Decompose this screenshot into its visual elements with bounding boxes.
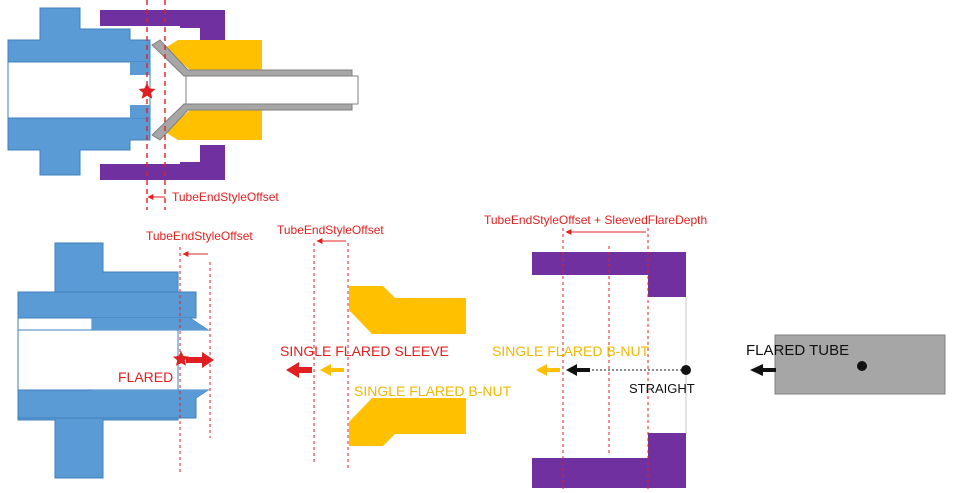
bnut-gold-arrow xyxy=(536,364,560,376)
bnut-caption-title: SINGLE FLARED B-NUT xyxy=(492,343,650,359)
fitting-direction-arrow xyxy=(186,352,214,368)
fitting-cone-top-tip xyxy=(92,318,208,330)
sleeve-offset-label: TubeEndStyleOffset xyxy=(277,223,384,237)
sleeve-caption-title: SINGLE FLARED SLEEVE xyxy=(280,343,449,359)
assembly-sleeve-top xyxy=(165,40,262,70)
assembly-tube-top-wall xyxy=(151,39,353,77)
assembly-view: TubeEndStyleOffset xyxy=(7,0,359,210)
fitting-cone-bottom-tip xyxy=(92,390,208,402)
fitting-caption: FLARED xyxy=(118,369,173,385)
sleeve-view: TubeEndStyleOffset SINGLE FLARED SLEEVE … xyxy=(277,223,512,470)
bnut-black-arrow xyxy=(566,364,590,376)
fitting-view: TubeEndStyleOffset FLARED xyxy=(17,229,253,479)
tube-caption: FLARED TUBE xyxy=(746,342,849,359)
assembly-fitting-cone-bottom xyxy=(130,105,150,118)
bnut-bottom xyxy=(532,433,686,488)
fitting-bore-clear xyxy=(19,331,177,389)
sleeve-gold-arrow xyxy=(320,364,344,376)
assembly-fitting-cone-top xyxy=(130,62,150,75)
sleeve-red-arrow xyxy=(286,362,312,378)
tube-view: FLARED TUBE xyxy=(746,334,946,395)
assembly-fitting-bore xyxy=(7,61,151,119)
tube-black-arrow xyxy=(750,364,776,376)
assembly-bnut-bottom xyxy=(100,145,225,180)
bnut-top xyxy=(532,252,686,297)
bnut-caption-sub: STRAIGHT xyxy=(629,381,695,396)
tube-origin-dot xyxy=(857,361,867,371)
assembly-tube-bottom-wall xyxy=(151,103,353,141)
assembly-origin-star xyxy=(138,83,156,99)
assembly-offset-label: TubeEndStyleOffset xyxy=(172,190,279,204)
sleeve-top xyxy=(349,286,466,334)
sleeve-bottom xyxy=(349,398,466,446)
sleeve-caption-sub: SINGLE FLARED B-NUT xyxy=(354,383,512,399)
fitting-upper-block xyxy=(17,291,197,319)
assembly-sleeve-bottom xyxy=(165,110,262,140)
fitting-origin-star xyxy=(173,351,189,366)
bnut-view: TubeEndStyleOffset + SleevedFlareDepth S… xyxy=(484,213,707,492)
assembly-bnut-top xyxy=(100,10,225,45)
bnut-offset-label: TubeEndStyleOffset + SleevedFlareDepth xyxy=(484,213,707,227)
fitting-offset-label: TubeEndStyleOffset xyxy=(146,229,253,243)
bnut-origin-dot xyxy=(681,365,691,375)
assembly-tube-bore xyxy=(185,75,359,105)
